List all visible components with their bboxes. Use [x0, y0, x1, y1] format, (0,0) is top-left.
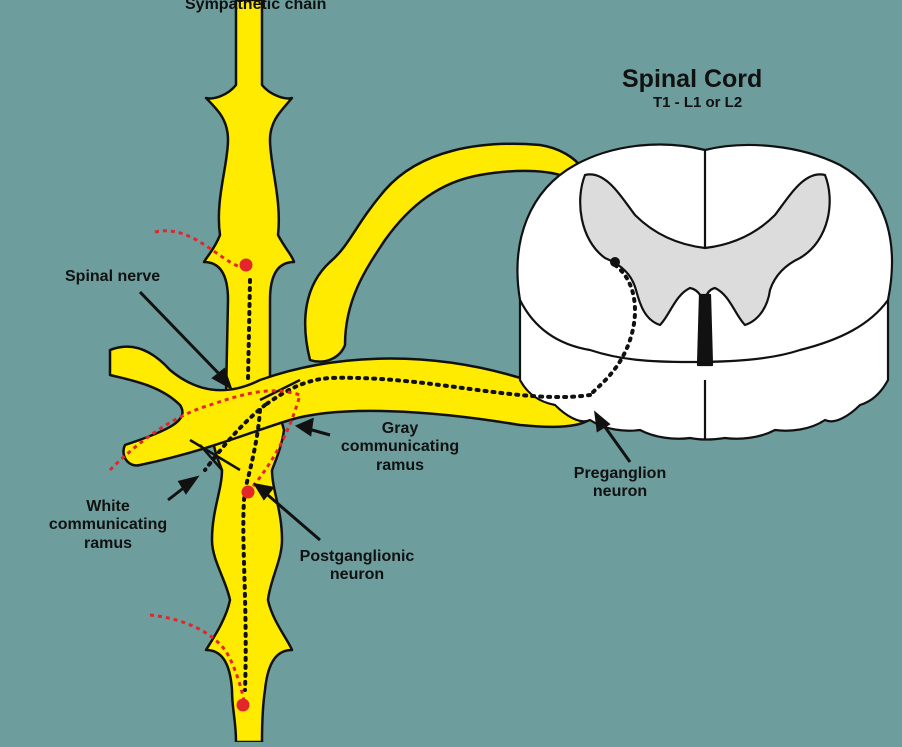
ganglion-neuron-lower [236, 698, 250, 712]
diagram-title: Spinal Cord [622, 65, 763, 93]
ganglion-neuron-upper [239, 258, 253, 272]
neuron-cell-bodies [236, 258, 255, 712]
preganglion-label: Preganglion neuron [573, 465, 667, 501]
spinal-nerve-label: Spinal nerve [65, 268, 161, 285]
postganglionic-label: Postganglionic neuron [299, 548, 415, 584]
preganglionic-pathway [203, 263, 637, 692]
sympathetic-chain-label: Sympathetic chain [185, 0, 327, 13]
preganglion-cell-body [610, 257, 620, 267]
diagram-subtitle: T1 - L1 or L2 [653, 94, 743, 111]
spinal-cord [516, 143, 894, 441]
postganglionic-cell-body [241, 485, 255, 499]
callout-arrows [138, 290, 632, 542]
gray-ramus-label: Gray communicating ramus [340, 420, 460, 474]
white-ramus-label: White communicating ramus [48, 498, 168, 552]
